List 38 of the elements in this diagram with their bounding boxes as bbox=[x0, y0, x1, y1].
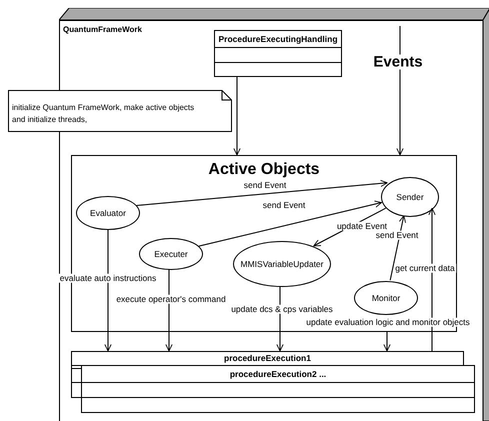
arrow bbox=[396, 26, 404, 156]
object-ellipse bbox=[139, 238, 203, 270]
class-name: ProcedureExecutingHandling bbox=[217, 35, 339, 44]
object-ellipse bbox=[381, 177, 439, 217]
object-name: MMISVariableUpdater bbox=[240, 260, 324, 268]
edge-label: update evaluation logic and monitor objects bbox=[305, 318, 471, 326]
arrow bbox=[198, 200, 382, 247]
edge-label: execute operator's command bbox=[115, 294, 227, 304]
class-box bbox=[214, 30, 342, 77]
arrow bbox=[390, 215, 406, 281]
arrow bbox=[428, 208, 436, 352]
frame-title: QuantumFrameWork bbox=[63, 26, 142, 34]
edge-label: update Event bbox=[336, 222, 388, 230]
object-name: Sender bbox=[395, 192, 425, 201]
edge-label: get current data bbox=[394, 264, 456, 272]
arrow bbox=[233, 76, 241, 156]
note-box bbox=[8, 90, 232, 132]
table-box bbox=[81, 365, 475, 413]
edge-label: send Event bbox=[262, 200, 306, 210]
arrow bbox=[165, 268, 173, 352]
object-name: Evaluator bbox=[89, 208, 127, 217]
group-title: Active Objects bbox=[207, 162, 321, 178]
table-title: procedureExecution2 ... bbox=[228, 370, 328, 378]
object-name: Executer bbox=[153, 250, 189, 258]
edge-label: evaluate auto instructions bbox=[58, 274, 158, 282]
arrow bbox=[136, 180, 388, 206]
note-text: initialize Quantum FrameWork, make active objects and initialize threads, bbox=[12, 102, 196, 126]
object-ellipse bbox=[76, 196, 140, 230]
object-name: Monitor bbox=[370, 294, 402, 302]
table-box bbox=[71, 351, 464, 366]
edge-label: update dcs & cps variables bbox=[230, 304, 334, 314]
arrow bbox=[104, 228, 112, 352]
table-title: procedureExecution1 bbox=[223, 354, 312, 362]
section-heading: Events bbox=[372, 54, 424, 70]
edge-label: send Event bbox=[374, 230, 420, 240]
edge-label: send Event bbox=[242, 180, 288, 190]
arrow bbox=[383, 332, 391, 352]
arrow bbox=[276, 286, 284, 352]
